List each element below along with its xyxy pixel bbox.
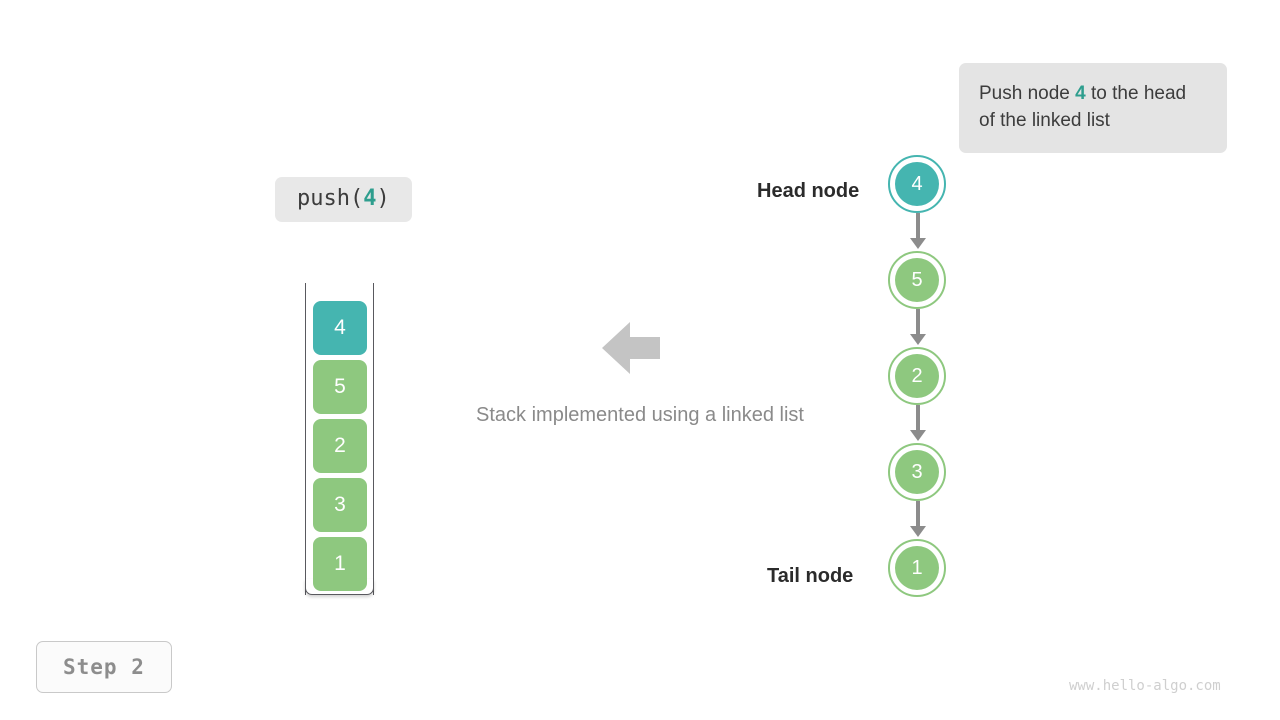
stack-container: 4 5 2 3 1	[305, 283, 375, 603]
stack-cell: 1	[313, 537, 367, 591]
stack-cell: 4	[313, 301, 367, 355]
node-connector	[916, 405, 920, 434]
linked-list: 4 5 2 3 1	[880, 155, 960, 615]
stack-cell: 2	[313, 419, 367, 473]
stack-cell-value: 2	[334, 434, 346, 457]
operation-argument: 4	[363, 186, 377, 211]
callout-box: Push node 4 to the head of the linked li…	[959, 63, 1227, 153]
callout-text-after: to the head of the linked list	[979, 83, 1187, 131]
stack-cell-value: 5	[334, 375, 346, 398]
linked-list-node: 2	[888, 347, 946, 405]
connector-arrowhead-icon	[910, 430, 926, 441]
linked-list-node: 1	[888, 539, 946, 597]
linked-list-node: 5	[888, 251, 946, 309]
operation-chip: push(4)	[275, 177, 412, 222]
stack-cell-list: 4 5 2 3 1	[313, 301, 367, 596]
node-value: 3	[911, 460, 923, 483]
node-disc: 3	[895, 450, 939, 494]
stack-cell: 5	[313, 360, 367, 414]
connector-arrowhead-icon	[910, 334, 926, 345]
arrow-left-icon	[602, 320, 660, 375]
linked-list-node: 3	[888, 443, 946, 501]
operation-close-paren: )	[376, 186, 390, 211]
node-disc: 2	[895, 354, 939, 398]
node-disc: 4	[895, 162, 939, 206]
stack-cell-value: 1	[334, 552, 346, 575]
stack-cell: 3	[313, 478, 367, 532]
callout-highlight-value: 4	[1075, 83, 1086, 104]
linked-list-node: 4	[888, 155, 946, 213]
connector-arrowhead-icon	[910, 526, 926, 537]
node-connector	[916, 213, 920, 242]
node-value: 4	[911, 172, 923, 195]
node-connector	[916, 501, 920, 530]
node-disc: 5	[895, 258, 939, 302]
stack-cell-value: 3	[334, 493, 346, 516]
stack-wall-right	[373, 283, 374, 595]
node-value: 5	[911, 268, 923, 291]
node-value: 1	[911, 556, 923, 579]
step-badge: Step 2	[36, 641, 172, 693]
stack-wall-left	[305, 283, 306, 595]
callout-text-before: Push node	[979, 83, 1076, 104]
watermark: www.hello-algo.com	[1069, 678, 1221, 694]
node-disc: 1	[895, 546, 939, 590]
head-node-label: Head node	[757, 180, 860, 202]
connector-arrowhead-icon	[910, 238, 926, 249]
operation-name: push(	[297, 186, 364, 211]
tail-node-label: Tail node	[767, 565, 854, 587]
node-value: 2	[911, 364, 923, 387]
stack-cell-value: 4	[334, 316, 346, 339]
node-connector	[916, 309, 920, 338]
diagram-caption: Stack implemented using a linked list	[476, 404, 804, 426]
